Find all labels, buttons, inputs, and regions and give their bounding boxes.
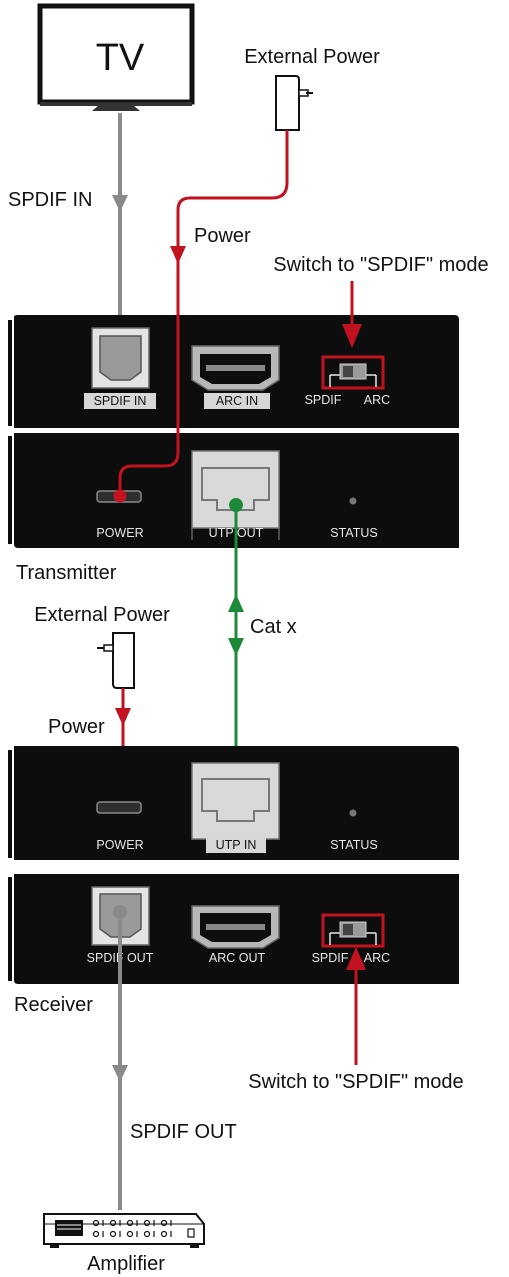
external-power-adapter-transmitter: External Power: [244, 46, 380, 131]
tv-label: TV: [96, 37, 145, 79]
status-led: [349, 809, 357, 817]
spdif-in-line-label: SPDIF IN: [8, 189, 92, 211]
receiver-bottom-panel: SPDIF OUT ARC OUT SPDIF ARC: [8, 874, 459, 984]
port-label-power: POWER: [96, 838, 143, 852]
mode-switch-highlight: [321, 355, 385, 390]
power-line-label: Power: [194, 225, 251, 247]
receiver-label: Receiver: [14, 994, 93, 1016]
power-adapter-icon: [112, 632, 135, 689]
status-led: [349, 497, 357, 505]
switch-label-spdif: SPDIF: [312, 951, 349, 965]
switch-instruction-label-receiver: Switch to "SPDIF" mode: [248, 1071, 463, 1093]
port-label-utp-in: UTP IN: [216, 838, 257, 852]
arrow-down-icon: [112, 195, 128, 212]
arrow-down-icon: [115, 708, 131, 726]
arrow-down-icon: [342, 324, 362, 348]
spdif-out-line-label: SPDIF OUT: [130, 1121, 237, 1143]
transmitter-top-panel: SPDIF IN ARC IN SPDIF ARC: [8, 315, 459, 428]
port-label-power: POWER: [96, 526, 143, 540]
spdif-out-line: SPDIF OUT: [112, 905, 237, 1210]
switch-instruction-label: Switch to "SPDIF" mode: [273, 254, 488, 276]
port-label-arc-in: ARC IN: [216, 394, 258, 408]
switch-label-arc: ARC: [364, 951, 390, 965]
transmitter-bottom-panel: POWER UTP OUT STATUS: [8, 433, 459, 548]
mode-switch-highlight: [321, 913, 385, 948]
amplifier-label: Amplifier: [87, 1253, 165, 1275]
power-line-label-receiver: Power: [48, 716, 105, 738]
arrow-down-icon: [228, 638, 244, 656]
external-power-label: External Power: [244, 46, 380, 68]
power-adapter-icon: [275, 75, 300, 131]
port-label-spdif-in: SPDIF IN: [94, 394, 147, 408]
tv-stand: [92, 106, 140, 111]
receiver-top-panel: POWER UTP IN STATUS: [8, 746, 459, 860]
tv: TV: [37, 3, 195, 111]
utp-in-port: [191, 762, 280, 840]
switch-label-spdif: SPDIF: [305, 393, 342, 407]
power-port: [96, 801, 142, 814]
port-label-status: STATUS: [330, 838, 377, 852]
arrow-up-icon: [228, 594, 244, 612]
arrow-up-icon: [346, 947, 366, 970]
arrow-down-icon: [112, 1065, 128, 1082]
port-label-arc-out: ARC OUT: [209, 951, 266, 965]
transmitter-label: Transmitter: [16, 562, 117, 584]
receiver-switch-instruction: Switch to "SPDIF" mode: [248, 947, 464, 1093]
transmitter-switch-instruction: Switch to "SPDIF" mode: [273, 254, 489, 348]
amplifier: Amplifier: [43, 1213, 205, 1275]
external-power-adapter-receiver: External Power: [34, 604, 170, 689]
transmitter-power-line: Power: [113, 130, 289, 503]
arrow-down-icon: [170, 246, 186, 264]
external-power-label-receiver: External Power: [34, 604, 170, 626]
cat-cable-label: Cat x: [250, 616, 297, 638]
port-label-status: STATUS: [330, 526, 377, 540]
switch-label-arc: ARC: [364, 393, 390, 407]
